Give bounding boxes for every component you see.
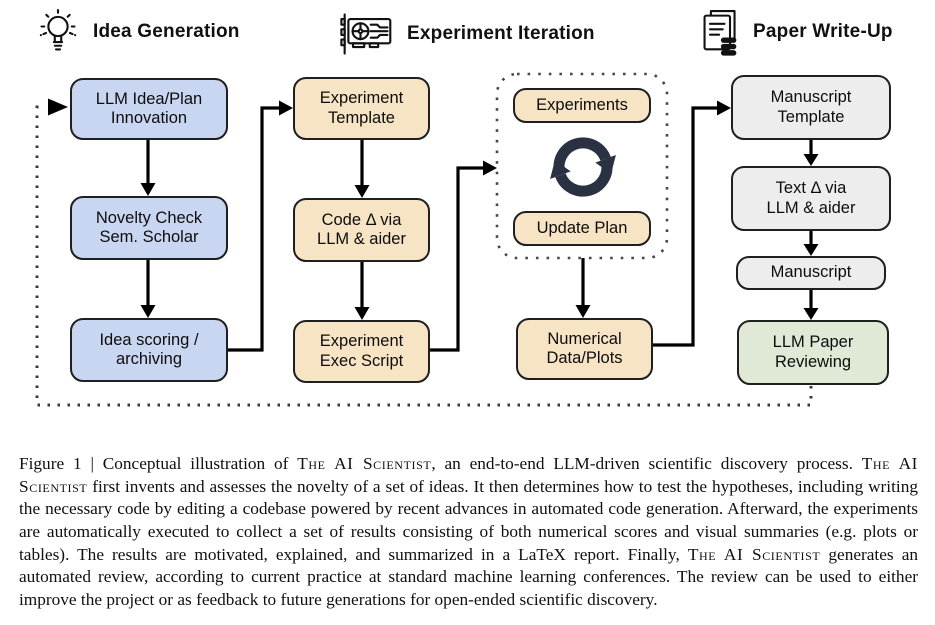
connector-scoring-to-template bbox=[228, 100, 293, 352]
arrow-code-to-exec bbox=[354, 262, 370, 320]
gpu-card-icon bbox=[340, 13, 392, 55]
caption-segment: , an end-to-end LLM-driven scientific di… bbox=[431, 454, 862, 474]
lightbulb-icon bbox=[37, 7, 79, 51]
caption-segment: Figure 1 | Conceptual illustration of bbox=[19, 454, 298, 474]
box-idea-scoring: Idea scoring / archiving bbox=[70, 318, 228, 382]
header-label-paper-write-up: Paper Write-Up bbox=[753, 21, 893, 42]
arrow-textdelta-to-manuscript bbox=[803, 231, 819, 256]
header-idea-generation: Idea Generation bbox=[36, 6, 240, 58]
caption-segment: generates an automated review, according… bbox=[19, 544, 918, 609]
box-numerical-data-plots: Numerical Data/Plots bbox=[516, 318, 653, 380]
paper-stack-icon bbox=[703, 10, 737, 56]
box-novelty-check: Novelty Check Sem. Scholar bbox=[70, 196, 228, 260]
box-manuscript: Manuscript bbox=[736, 256, 886, 290]
caption-smallcaps-segment: The AI Scientist bbox=[687, 544, 821, 564]
arrow-manuscript-to-review bbox=[803, 290, 819, 320]
box-experiments: Experiments bbox=[513, 88, 651, 123]
box-llm-idea-plan-innovation: LLM Idea/Plan Innovation bbox=[70, 78, 228, 140]
header-label-experiment-iteration: Experiment Iteration bbox=[407, 23, 595, 44]
header-label-idea-generation: Idea Generation bbox=[93, 21, 240, 42]
iteration-loop-dotted-box bbox=[495, 72, 669, 260]
arrow-mtemplate-to-textdelta bbox=[803, 140, 819, 166]
box-experiment-template: Experiment Template bbox=[293, 77, 430, 140]
caption-segment: first invents and assesses the novelty o… bbox=[19, 476, 918, 564]
box-manuscript-template: Manuscript Template bbox=[731, 75, 891, 140]
feedback-loop-dotted-line bbox=[35, 98, 813, 407]
flow-connectors bbox=[35, 72, 819, 407]
box-code-delta: Code Δ via LLM & aider bbox=[293, 198, 430, 262]
arrow-loop-to-numerical bbox=[575, 258, 591, 318]
header-paper-write-up: Paper Write-Up bbox=[700, 6, 893, 58]
box-llm-paper-reviewing: LLM Paper Reviewing bbox=[737, 320, 889, 385]
figure-caption: Figure 1 | Conceptual illustration of Th… bbox=[0, 453, 935, 611]
arrow-template-to-code bbox=[354, 140, 370, 198]
header-experiment-iteration: Experiment Iteration bbox=[340, 8, 595, 60]
box-text-delta: Text Δ via LLM & aider bbox=[731, 166, 891, 231]
arrow-idea-to-novelty bbox=[140, 140, 156, 196]
connector-numerical-to-manuscript bbox=[653, 100, 731, 347]
caption-smallcaps-segment: The AI Scientist bbox=[19, 454, 919, 496]
box-update-plan: Update Plan bbox=[513, 211, 651, 246]
connector-exec-to-loop bbox=[430, 160, 497, 352]
cycle-refresh-icon bbox=[550, 137, 616, 197]
arrow-novelty-to-scoring bbox=[140, 260, 156, 318]
caption-smallcaps-segment: The AI Scientist bbox=[297, 454, 432, 474]
box-experiment-exec-script: Experiment Exec Script bbox=[293, 320, 430, 383]
